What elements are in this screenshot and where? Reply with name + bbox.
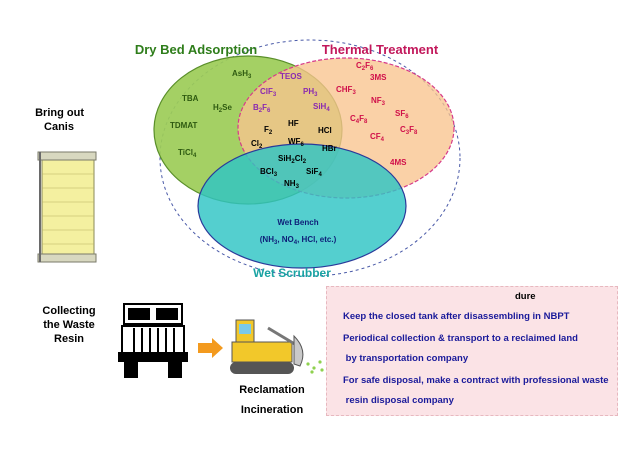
chem-c4f8: C4F8 — [350, 114, 368, 125]
collecting-label: Collecting the Waste Resin — [34, 304, 104, 346]
chem-h2se: H2Se — [213, 103, 232, 114]
incineration-line: Incineration — [240, 404, 304, 416]
chem-hbr: HBr — [322, 144, 337, 153]
outer-dashed-ellipse — [159, 39, 461, 277]
chem-hcl: HCl — [318, 126, 332, 135]
bring-out-line1: Bring out — [35, 107, 84, 119]
bring-out-label: Bring out Canis — [18, 106, 84, 134]
reclamation-label: Reclamation Incineration — [222, 380, 322, 420]
dry-bed-title: Dry Bed Adsorption — [135, 42, 257, 57]
collecting-line3: Resin — [54, 333, 84, 345]
chem-nf3: NF3 — [371, 96, 386, 107]
chem-ph3: PH3 — [303, 87, 318, 98]
arrow-icon — [198, 338, 223, 358]
collecting-line1: Collecting — [42, 305, 96, 317]
chem-sih2cl2: SiH2Cl2 — [278, 154, 307, 165]
chem-wf6: WF6 — [288, 137, 304, 148]
chem-nh3: NH3 — [284, 179, 300, 190]
bulldozer-image — [230, 319, 324, 374]
chem-c3f8: C3F8 — [400, 125, 418, 136]
chem-bcl3: BCl3 — [260, 167, 278, 178]
venn-diagram: Dry Bed Adsorption Thermal Treatment Wet… — [135, 39, 461, 280]
chem-sf6: SF6 — [395, 109, 409, 120]
truck-image — [118, 303, 188, 378]
chem-clf3: ClF3 — [260, 87, 277, 98]
wet-scrubber-circle — [197, 143, 407, 269]
chem-3ms: 3MS — [370, 73, 387, 82]
chem-cf4: CF4 — [370, 132, 385, 143]
procedure-line: Keep the closed tank after disassembling… — [343, 311, 570, 322]
chem-hf: HF — [288, 119, 299, 128]
thermal-title: Thermal Treatment — [322, 42, 439, 57]
procedure-line: resin disposal company — [343, 395, 454, 406]
collecting-line2: the Waste — [43, 319, 95, 331]
chem-ash3: AsH3 — [232, 69, 252, 80]
chem-4ms: 4MS — [390, 158, 407, 167]
bring-out-line2: Canis — [44, 121, 74, 133]
procedure-header: dure — [515, 291, 536, 302]
chem-c2f6: C2F6 — [356, 61, 374, 72]
wet-bench-title: Wet Bench — [277, 218, 318, 227]
wet-scrubber-title: Wet Scrubber — [253, 266, 331, 280]
chem-cl2: Cl2 — [251, 139, 263, 150]
procedure-line: by transportation company — [343, 353, 469, 364]
canister-image — [37, 151, 97, 263]
chem-sih4: SiH4 — [313, 102, 330, 113]
chem-ticl4: TiCl4 — [178, 148, 197, 159]
procedure-line: Periodical collection & transport to a r… — [343, 333, 578, 344]
procedure-line: For safe disposal, make a contract with … — [343, 375, 609, 386]
chem-chf3: CHF3 — [336, 85, 356, 96]
chem-tdmat: TDMAT — [170, 121, 198, 130]
chem-teos: TEOS — [280, 72, 302, 81]
procedure-box: dure Keep the closed tank after disassem… — [326, 286, 618, 416]
chem-sif4: SiF4 — [306, 167, 322, 178]
chem-b2f6: B2F6 — [253, 103, 271, 114]
wet-bench-detail: (NH3, NO4, HCl, etc.) — [260, 235, 337, 246]
reclamation-line: Reclamation — [239, 384, 305, 396]
chem-tba: TBA — [182, 94, 199, 103]
chem-f2: F2 — [264, 125, 273, 136]
